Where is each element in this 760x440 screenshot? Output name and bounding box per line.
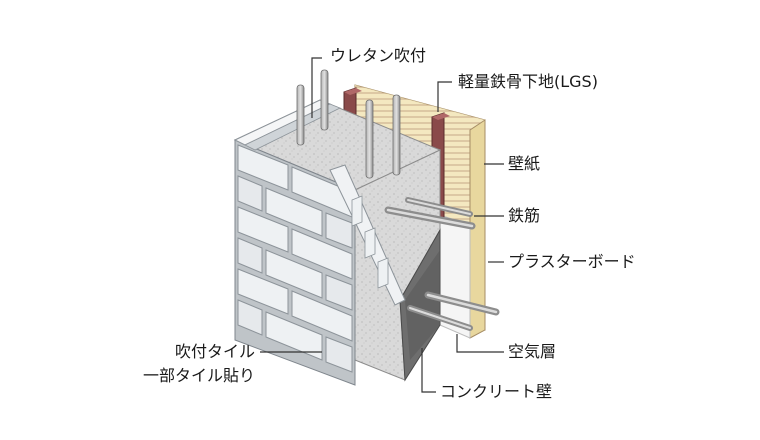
label-urethane-spray: ウレタン吹付 [330,46,427,65]
tile-row-1 [237,144,353,218]
tile-row-6 [237,299,353,373]
leader-concrete-wall [421,348,436,393]
tile-row-2 [237,175,353,249]
label-plasterboard: プラスターボード [508,252,636,271]
leader-lgs [437,81,452,112]
rebar-vertical [296,69,401,179]
label-lgs: 軽量鉄骨下地(LGS) [458,72,598,91]
label-wallpaper: 壁紙 [508,154,541,173]
tile-row-5 [237,268,353,342]
tile-row-4 [237,237,353,311]
label-spray-tile: 吹付タイル [174,342,255,361]
rebar-horizontal [384,197,500,331]
label-concrete-wall: コンクリート壁 [440,382,553,401]
label-partial-tile: 一部タイル貼り [142,366,255,385]
label-air-layer: 空気層 [508,342,557,361]
tile-row-3 [237,206,353,280]
leader-urethane [311,57,322,118]
label-rebar: 鉄筋 [508,206,541,225]
tile-face [233,99,356,386]
tile-sliced-edge [329,164,406,306]
leader-air-layer [456,334,504,353]
leader-lines [260,57,504,393]
